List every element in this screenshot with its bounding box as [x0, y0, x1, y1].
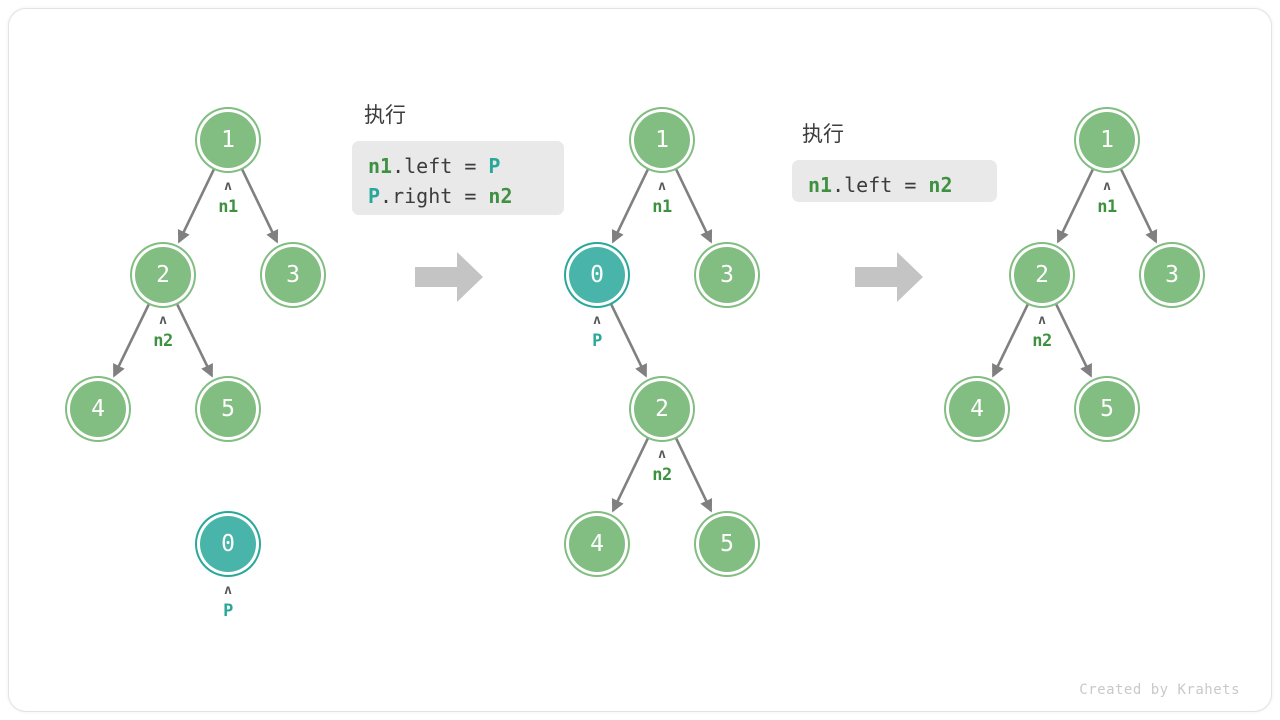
pointer-name: n2: [153, 331, 173, 351]
tree-edge: [611, 436, 650, 513]
tree-node-5[interactable]: 5: [699, 516, 755, 572]
tree-node-5[interactable]: 5: [1079, 381, 1135, 437]
tree-edge: [611, 167, 650, 244]
code-token: n1: [368, 154, 393, 178]
pointer-label-n1: ʌ n1: [630, 180, 694, 217]
code-token: n2: [488, 184, 513, 208]
tree-edge: [175, 302, 214, 378]
step3-code-block: n1.left = n2: [792, 160, 997, 202]
tree-node-value: 5: [1100, 396, 1114, 422]
tree-node-5[interactable]: 5: [200, 381, 256, 437]
pointer-name: n1: [218, 197, 238, 217]
tree-node-0[interactable]: 0: [569, 247, 625, 303]
caret-icon: ʌ: [224, 179, 232, 194]
tree-node-value: 0: [221, 531, 235, 557]
code-line: P.right = n2: [368, 181, 548, 211]
tree-node-1[interactable]: 1: [1079, 112, 1135, 168]
tree-node-value: 1: [1100, 127, 1114, 153]
caret-icon: ʌ: [593, 313, 601, 328]
code-token: .right =: [380, 184, 489, 208]
pointer-name: n2: [652, 465, 672, 485]
tree-node-value: 4: [590, 531, 604, 557]
tree-node-2[interactable]: 2: [1014, 247, 1070, 303]
footer-credit: Created by Krahets: [1079, 682, 1240, 698]
tree-edge: [609, 302, 648, 378]
pointer-label-n2: ʌ n2: [630, 448, 694, 485]
tree-node-3[interactable]: 3: [699, 247, 755, 303]
tree-node-value: 3: [720, 262, 734, 288]
pointer-label-n2: ʌ n2: [1010, 314, 1074, 351]
tree-edge: [1056, 167, 1095, 244]
tree-node-value: 1: [221, 127, 235, 153]
tree-edge: [674, 436, 713, 513]
pointer-name: P: [223, 601, 233, 621]
code-token: .left =: [392, 154, 489, 178]
caret-icon: ʌ: [224, 583, 232, 598]
tree-node-2[interactable]: 2: [135, 247, 191, 303]
tree-edge: [991, 302, 1030, 378]
caret-icon: ʌ: [658, 179, 666, 194]
tree-node-value: 4: [91, 396, 105, 422]
code-line: n1.left = P: [368, 151, 548, 181]
tree-node-1[interactable]: 1: [200, 112, 256, 168]
step2-caption: 执行: [364, 103, 406, 127]
tree-node-2[interactable]: 2: [634, 381, 690, 437]
code-token: P: [368, 184, 381, 208]
tree-edge: [1119, 167, 1158, 244]
tree-node-value: 2: [156, 262, 170, 288]
code-token: n1: [808, 173, 833, 197]
tree-edge: [240, 167, 279, 244]
caret-icon: ʌ: [658, 447, 666, 462]
pointer-name: n2: [1032, 331, 1052, 351]
tree-node-value: 5: [221, 396, 235, 422]
caret-icon: ʌ: [159, 313, 167, 328]
code-token: n2: [928, 173, 953, 197]
tree-node-0[interactable]: 0: [200, 516, 256, 572]
pointer-label-n1: ʌ n1: [196, 180, 260, 217]
tree-node-1[interactable]: 1: [634, 112, 690, 168]
tree-node-4[interactable]: 4: [70, 381, 126, 437]
tree-node-value: 4: [970, 396, 984, 422]
pointer-label-n1: ʌ n1: [1075, 180, 1139, 217]
tree-node-4[interactable]: 4: [949, 381, 1005, 437]
tree-edge: [674, 167, 713, 244]
transition-arrow-1: [415, 252, 483, 306]
step3-caption: 执行: [802, 122, 844, 146]
caret-icon: ʌ: [1038, 313, 1046, 328]
tree-node-value: 0: [590, 262, 604, 288]
tree-node-value: 2: [1035, 262, 1049, 288]
tree-edge: [112, 302, 151, 378]
tree-node-3[interactable]: 3: [1144, 247, 1200, 303]
tree-node-value: 2: [655, 396, 669, 422]
code-token: P: [488, 154, 501, 178]
pointer-label-n2: ʌ n2: [131, 314, 195, 351]
caret-icon: ʌ: [1103, 179, 1111, 194]
pointer-name: n1: [652, 197, 672, 217]
code-line: n1.left = n2: [808, 170, 981, 200]
tree-node-value: 5: [720, 531, 734, 557]
transition-arrow-2: [855, 252, 923, 306]
tree-node-value: 3: [286, 262, 300, 288]
tree-node-3[interactable]: 3: [265, 247, 321, 303]
pointer-name: P: [592, 331, 602, 351]
pointer-name: n1: [1097, 197, 1117, 217]
tree-edge: [1054, 302, 1093, 378]
code-token: .left =: [832, 173, 929, 197]
tree-node-4[interactable]: 4: [569, 516, 625, 572]
tree-edge: [177, 167, 216, 244]
tree-node-value: 3: [1165, 262, 1179, 288]
tree-node-value: 1: [655, 127, 669, 153]
